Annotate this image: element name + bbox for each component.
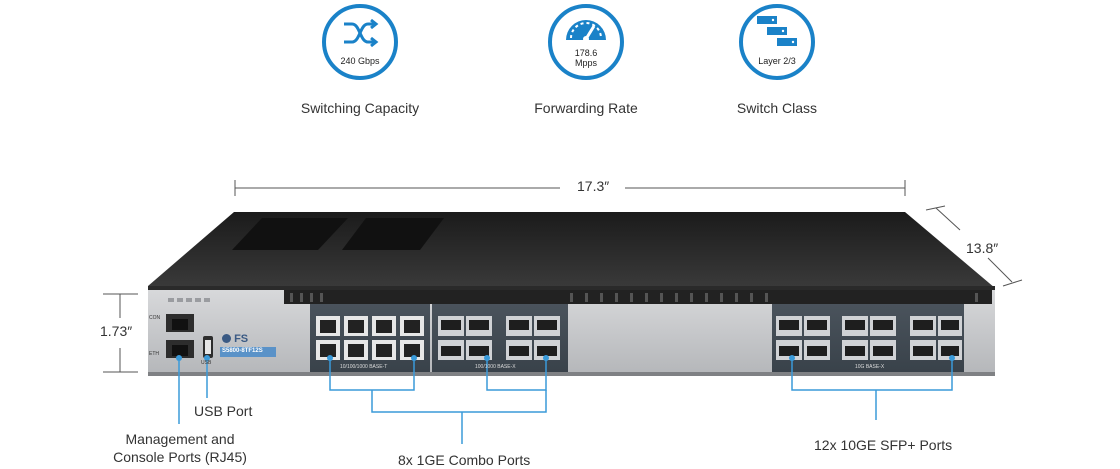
management-callout-line2: Console Ports (RJ45) [113, 449, 247, 465]
brand-logo-icon [222, 334, 231, 343]
model-label: S5800-8TF12S [222, 348, 263, 354]
badge-label: Switch Class [736, 100, 818, 116]
badge-forwarding-rate: 178.6 Mpps Forwarding Rate [506, 4, 666, 116]
brand-name: FS [234, 333, 249, 345]
badge-circle: Layer 2/3 [739, 4, 815, 80]
speedometer-icon [566, 20, 606, 42]
badge-switch-class: Layer 2/3 Switch Class [697, 4, 857, 116]
badge-value: Layer 2/3 [758, 56, 796, 66]
usb-port-callout: USB Port [194, 403, 253, 419]
usb-port-label: USB [201, 360, 212, 366]
depth-dimension: 13.8″ [966, 240, 999, 256]
badge-label: Forwarding Rate [534, 100, 638, 116]
server-stack-icon [757, 16, 797, 46]
badge-label: Switching Capacity [300, 100, 420, 116]
management-callout-line1: Management and [125, 431, 235, 447]
badge-circle: 178.6 Mpps [548, 4, 624, 80]
brand-logo: FS [222, 333, 248, 345]
eth-port-label: ETH [149, 351, 159, 357]
badge-circle: 240 Gbps [322, 4, 398, 80]
badge-value: 178.6 [574, 48, 598, 58]
sfp-plus-ports-callout: 12x 10GE SFP+ Ports [814, 437, 953, 453]
management-console-callout: Management and Console Ports (RJ45) [110, 430, 250, 466]
height-dimension: 1.73″ [100, 323, 133, 339]
width-dimension: 17.3″ [577, 178, 610, 194]
badge-value: 240 Gbps [340, 56, 380, 66]
sfp-group-label: 100/1000 BASE-X [475, 364, 516, 370]
badge-switching-capacity: 240 Gbps Switching Capacity [280, 4, 440, 116]
badge-value-unit: Mpps [574, 58, 597, 68]
tengig-group-label: 10G BASE-X [855, 364, 885, 370]
con-port-label: CON [149, 315, 161, 321]
combo-ports-callout: 8x 1GE Combo Ports [398, 452, 531, 468]
copper-group-label: 10/100/1000 BASE-T [340, 364, 388, 370]
shuffle-arrows-icon [344, 18, 379, 48]
